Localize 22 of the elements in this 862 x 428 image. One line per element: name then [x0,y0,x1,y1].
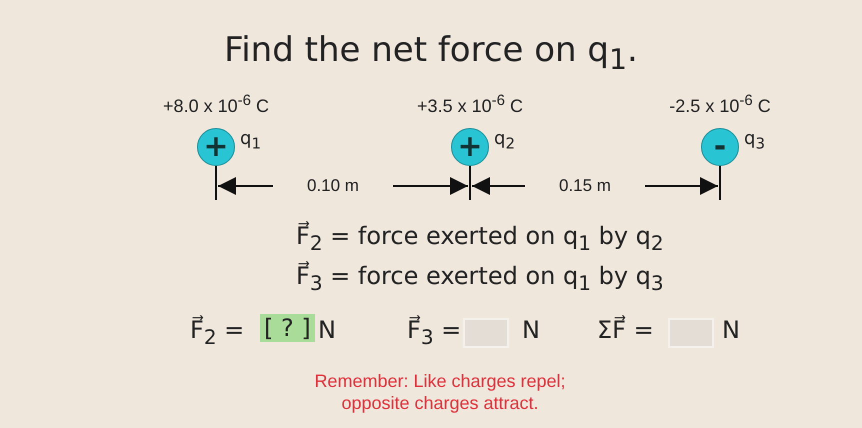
charge-circle: - [701,128,739,166]
dimension-label: 0.10 m [306,176,360,196]
charge-value: +3.5 x 10$^{-6}$ C [416,92,524,117]
definition-text: F⃗$_{2}$ = force exerted on q$_{1}$ by q$_{2}$ [296,222,664,255]
definition-text: F⃗$_{3}$ = force exerted on q$_{1}$ by q$_{3}$ [296,262,664,295]
charge-value: -2.5 x 10$^{-6}$ C [668,92,772,117]
answer-box: [ ? ] [260,314,315,342]
dimension-label: 0.15 m [558,176,612,196]
equation-text: F⃗$_{3}$ = [407,316,462,349]
title: Find the net force on q$_{1}$. [223,30,639,76]
unit-text: N [522,316,540,344]
unit-text: N [318,316,336,344]
equation-text: ΣF⃗ = [597,316,654,344]
unit-text: N [722,316,740,344]
charge-circle: + [451,128,489,166]
charge-value: +8.0 x 10$^{-6}$ C [162,92,270,117]
charge-name: q$_{3}$ [744,128,765,153]
charge-name: q$_{2}$ [494,128,515,153]
equation-text: F⃗$_{2}$ = [190,316,244,349]
reminder-note: Remember: Like charges repel; opposite charges attract. [313,370,567,414]
charge-name: q$_{1}$ [240,128,261,153]
charge-circle: + [197,128,235,166]
